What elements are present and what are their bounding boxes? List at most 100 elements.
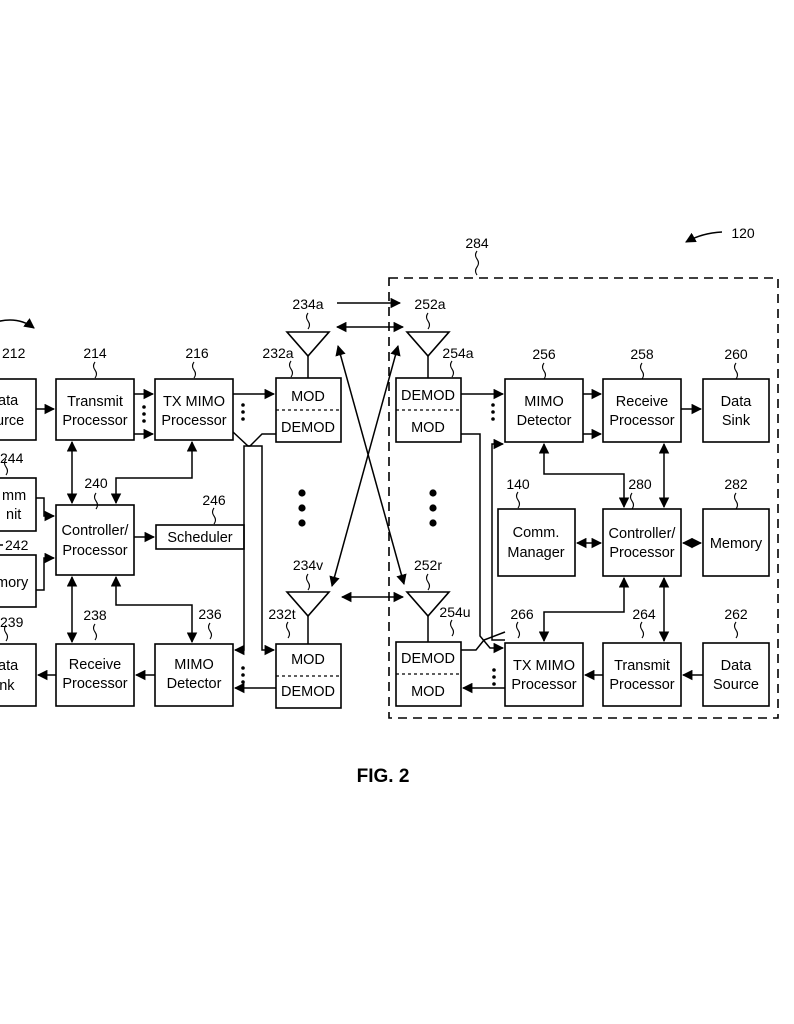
svg-text:Processor: Processor (609, 677, 674, 693)
svg-text:Receive: Receive (69, 657, 121, 673)
ref-240: 240 (84, 475, 108, 491)
ref-234v: 234v (293, 557, 323, 573)
ref-280: 280 (628, 476, 652, 492)
svg-text:DEMOD: DEMOD (281, 684, 335, 700)
scheduler-block: Scheduler (155, 524, 245, 550)
svg-text:Processor: Processor (62, 543, 127, 559)
ref-239: 239 (0, 614, 24, 630)
svg-text:Processor: Processor (62, 676, 127, 692)
leader-lines (3, 250, 739, 642)
ref-266: 266 (510, 606, 534, 622)
svg-text:Detector: Detector (517, 413, 572, 429)
svg-text:MOD: MOD (411, 420, 445, 436)
svg-text:TX MIMO: TX MIMO (163, 394, 225, 410)
ref-232a: 232a (262, 345, 293, 361)
comm-unit-block: mm nit (0, 477, 37, 532)
ref-254u: 254u (439, 604, 470, 620)
svg-text:DEMOD: DEMOD (281, 420, 335, 436)
ref-216: 216 (185, 345, 209, 361)
svg-text:Scheduler: Scheduler (167, 530, 232, 546)
ref-256: 256 (532, 346, 556, 362)
receive-processor-left-block: Receive Processor (55, 643, 135, 707)
data-source-left-block: ata urce (0, 378, 37, 441)
ref-238: 238 (83, 607, 107, 623)
ue-enclosure (388, 277, 779, 719)
svg-text:Memory: Memory (710, 536, 763, 552)
controller-processor-left-block: Controller/ Processor (55, 504, 135, 576)
ref-244: 244 (0, 450, 24, 466)
ref-120: 120 (731, 225, 755, 241)
ref-254a: 254a (442, 345, 473, 361)
svg-text:MIMO: MIMO (524, 394, 563, 410)
ref-234a: 234a (292, 296, 323, 312)
memory-left-block: mory (0, 554, 37, 608)
ref-212: 212 (2, 345, 26, 361)
svg-text:Data: Data (721, 658, 753, 674)
svg-text:ata: ata (0, 393, 19, 409)
svg-text:Processor: Processor (161, 413, 226, 429)
svg-text:nit: nit (6, 507, 21, 523)
svg-text:MOD: MOD (291, 652, 325, 668)
receive-processor-right-block: Receive Processor (602, 378, 682, 443)
svg-text:Receive: Receive (616, 394, 668, 410)
ref-260: 260 (724, 346, 748, 362)
svg-text:Processor: Processor (609, 545, 674, 561)
ref-284: 284 (465, 235, 489, 251)
mimo-detector-left-block: MIMO Detector (154, 643, 234, 707)
ref-262: 262 (724, 606, 748, 622)
svg-text:Processor: Processor (62, 413, 127, 429)
transmit-processor-right-block: Transmit Processor (602, 642, 682, 707)
svg-text:Manager: Manager (507, 545, 564, 561)
memory-right-block: Memory (702, 508, 770, 577)
pointer-arrow-120 (685, 231, 723, 243)
data-sink-left-block: ata ink (0, 643, 37, 707)
ref-264: 264 (632, 606, 656, 622)
svg-text:Processor: Processor (511, 677, 576, 693)
svg-text:Comm.: Comm. (513, 525, 560, 541)
figure-caption: FIG. 2 (357, 766, 410, 787)
svg-text:Data: Data (721, 394, 753, 410)
svg-text:MOD: MOD (291, 389, 325, 405)
svg-text:urce: urce (0, 413, 24, 429)
pointer-arrow-110 (0, 318, 35, 329)
demod-mod-bottom-right-block: DEMOD MOD (395, 641, 462, 707)
svg-text:DEMOD: DEMOD (401, 388, 455, 404)
controller-processor-right-block: Controller/ Processor (602, 508, 682, 577)
data-source-right-block: Data Source (702, 642, 770, 707)
ellipsis-dots (142, 403, 496, 686)
svg-text:Detector: Detector (167, 676, 222, 692)
svg-text:mory: mory (0, 575, 29, 591)
svg-text:Transmit: Transmit (67, 394, 123, 410)
svg-text:Source: Source (713, 677, 759, 693)
ref-140: 140 (506, 476, 530, 492)
ref-258: 258 (630, 346, 654, 362)
ref-246: 246 (202, 492, 226, 508)
svg-text:Processor: Processor (609, 413, 674, 429)
mod-demod-top-left-block: MOD DEMOD (275, 377, 342, 443)
ref-214: 214 (83, 345, 107, 361)
mod-demod-bottom-left-block: MOD DEMOD (275, 643, 342, 709)
reference-numerals: 120 284 212 214 216 232a 234a 252a 254a … (0, 225, 755, 630)
ref-282: 282 (724, 476, 748, 492)
tx-mimo-processor-left-block: TX MIMO Processor (154, 378, 234, 441)
svg-text:Sink: Sink (722, 413, 751, 429)
antenna-234a-icon (285, 331, 331, 378)
svg-text:MIMO: MIMO (174, 657, 213, 673)
svg-text:TX MIMO: TX MIMO (513, 658, 575, 674)
demod-mod-top-right-block: DEMOD MOD (395, 377, 462, 443)
svg-text:DEMOD: DEMOD (401, 651, 455, 667)
svg-text:ink: ink (0, 678, 15, 694)
svg-text:MOD: MOD (411, 684, 445, 700)
ref-252r: 252r (414, 557, 442, 573)
antenna-252r-icon (405, 591, 451, 642)
data-sink-right-block: Data Sink (702, 378, 770, 443)
mimo-detector-right-block: MIMO Detector (504, 378, 584, 443)
antenna-234v-icon (285, 591, 331, 644)
ref-252a: 252a (414, 296, 445, 312)
svg-text:ata: ata (0, 658, 19, 674)
antenna-252a-icon (405, 331, 451, 378)
ref-232t: 232t (268, 606, 295, 622)
tx-mimo-processor-right-block: TX MIMO Processor (504, 642, 584, 707)
svg-text:mm: mm (2, 488, 26, 504)
